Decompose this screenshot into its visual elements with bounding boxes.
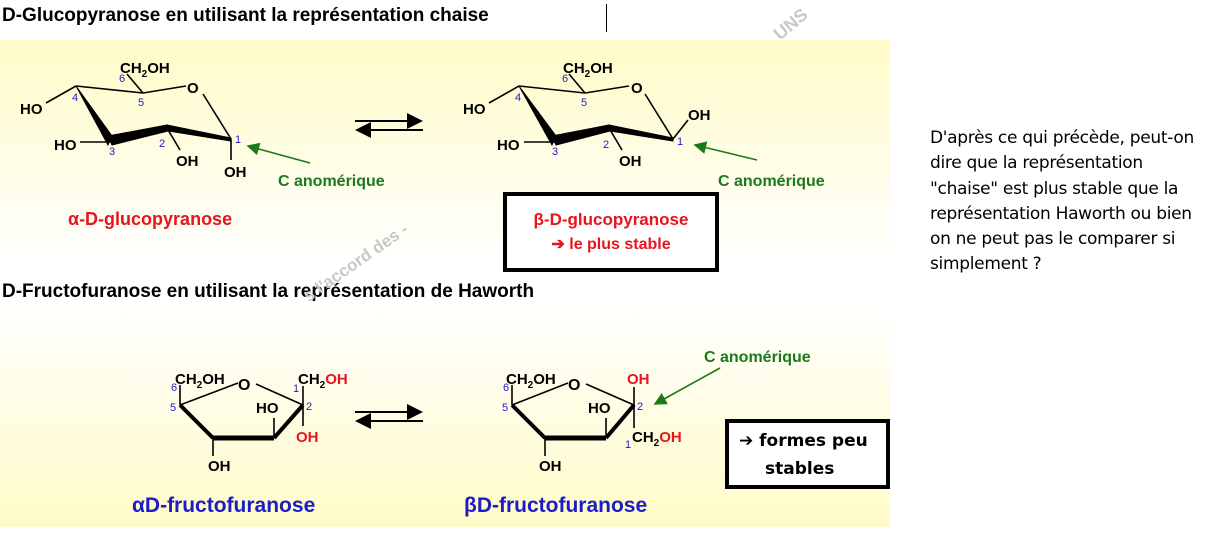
beta-num-5: 5 [581,97,587,109]
glucopyranose-panel [0,40,890,266]
beta-c1-oh: OH [688,107,711,124]
beta-c4-ho: HO [463,101,486,118]
alpha-fru-c2-oh: OH [296,429,319,446]
beta-fru-num-6: 6 [503,382,509,394]
fructofuranose-heading: D-Fructofuranose en utilisant la représe… [2,281,535,302]
alpha-fru-num-2: 2 [306,401,312,413]
alpha-num-4: 4 [72,92,78,104]
alpha-fru-c6-ch2oh: CH2OH [175,371,225,391]
alpha-fru-num-1: 1 [293,383,299,395]
alpha-num-5: 5 [138,97,144,109]
alpha-fru-num-6: 6 [171,382,177,394]
alpha-c6-ch2oh: CH2OH [120,60,170,80]
beta-fru-anomeric-arrow [653,367,721,405]
beta-fru-anomeric-label: C anomérique [704,349,811,366]
beta-fru-c3-ho: HO [588,400,611,417]
unstable-forms-line1: ➔ formes peu [739,431,868,451]
beta-fru-c4-oh: OH [539,458,562,475]
alpha-fru-num-5: 5 [170,402,176,414]
beta-num-4: 4 [515,92,521,104]
alpha-c3-ho: HO [54,137,77,154]
glucopyranose-heading: D-Glucopyranose en utilisant la représen… [2,5,489,26]
text-cursor [606,4,607,32]
beta-anomeric-label: C anomérique [718,173,825,190]
beta-anomeric-arrow [693,141,758,161]
beta-fru-c1-ch2oh: CH2OH [632,429,682,449]
equilibrium-arrows-fructose [355,404,423,429]
beta-num-3: 3 [552,146,558,158]
beta-fru-ring-oxygen: O [568,377,580,394]
beta-num-1: 1 [677,136,683,148]
beta-glucopyranose-name: β-D-glucopyranose [533,210,689,229]
beta-num-6: 6 [562,73,568,85]
alpha-num-3: 3 [109,146,115,158]
most-stable-note: ➔ le plus stable [551,236,671,253]
alpha-c4-ho: HO [20,101,43,118]
alpha-fructofuranose-name: αD-fructofuranose [132,494,315,517]
beta-fru-c2-oh: OH [627,371,650,388]
alpha-num-2: 2 [159,138,165,150]
beta-glucopyranose-structure [488,73,689,151]
alpha-fru-c4-oh: OH [208,458,231,475]
beta-fru-num-5: 5 [502,402,508,414]
unstable-forms-box: ➔ formes peu stables [725,419,890,489]
beta-c2-oh: OH [619,153,642,170]
beta-fructofuranose-structure [510,382,636,456]
fructofuranose-panel [0,302,890,527]
alpha-anomeric-arrow [246,142,311,164]
alpha-fructofuranose-structure [178,382,305,456]
alpha-num-1: 1 [235,134,241,146]
beta-fru-num-1: 1 [625,439,631,451]
beta-num-2: 2 [603,139,609,151]
alpha-glucopyranose-name: α-D-glucopyranose [68,209,232,229]
beta-fructofuranose-name: βD-fructofuranose [464,494,647,517]
beta-c3-ho: HO [497,137,520,154]
alpha-fru-ring-oxygen: O [238,377,250,394]
equilibrium-arrows-glucose [355,113,423,138]
alpha-num-6: 6 [119,73,125,85]
alpha-anomeric-label: C anomérique [278,173,385,190]
alpha-ring-oxygen: O [187,80,199,97]
alpha-glucopyranose-structure [45,73,232,160]
beta-ring-oxygen: O [631,80,643,97]
alpha-fru-c3-ho: HO [256,400,279,417]
beta-c6-ch2oh: CH2OH [563,60,613,80]
alpha-c2-oh: OH [176,153,199,170]
unstable-forms-line2: stables [765,459,835,479]
question-text: D'après ce qui précède, peut-on dire que… [930,128,1194,275]
beta-fru-num-2: 2 [637,401,643,413]
beta-glucopyranose-stable-box: β-D-glucopyranose ➔ le plus stable [503,192,719,272]
beta-fru-c6-ch2oh: CH2OH [506,371,556,391]
alpha-fru-c1-ch2oh: CH2OH [298,371,348,391]
alpha-c1-oh: OH [224,164,247,181]
